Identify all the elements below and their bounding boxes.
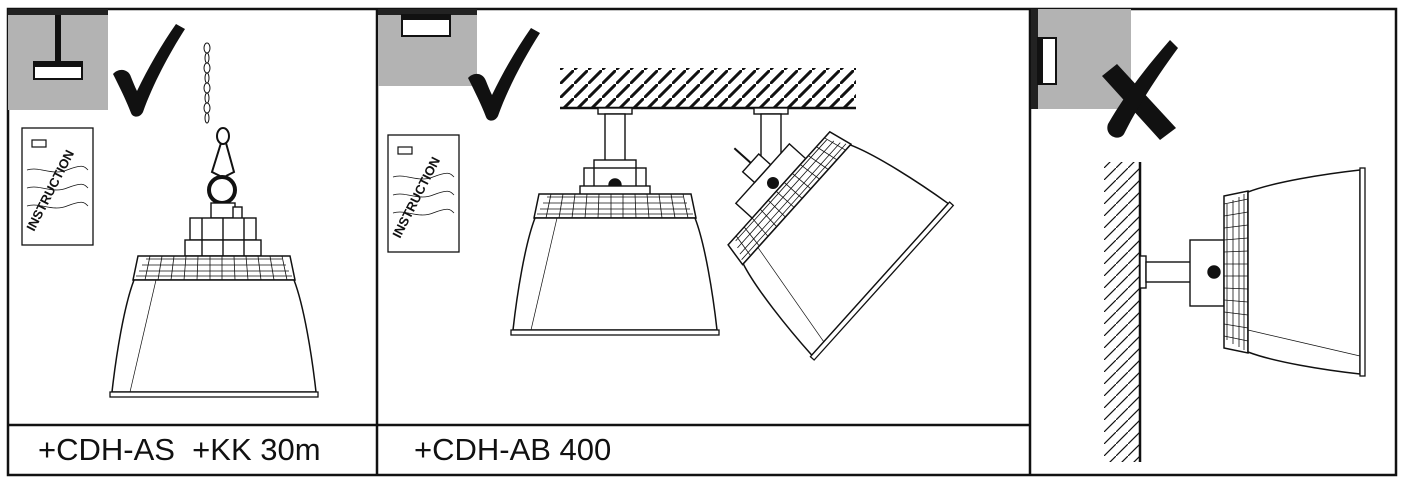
panel-frames — [6, 7, 1398, 477]
ceiling-mount-icon — [378, 9, 477, 86]
driver-housing — [184, 202, 262, 257]
checkmark-icon — [468, 28, 540, 121]
cross-icon — [1102, 40, 1178, 140]
ceiling-bracket-left — [579, 107, 651, 197]
panel-ceiling-bracket: INSTRUCTION — [378, 9, 955, 361]
luminaire-pendant — [109, 255, 319, 398]
instruction-sheet: INSTRUCTION — [21, 127, 94, 246]
suspension-hook — [207, 127, 237, 205]
panel-pendant: INSTRUCTION — [8, 9, 319, 398]
wall-surface — [1104, 162, 1142, 462]
instruction-sheet: INSTRUCTION — [387, 134, 460, 253]
wall-mount-icon — [1031, 9, 1131, 109]
caption-ceiling-bracket: +CDH-AB 400 — [414, 432, 612, 467]
luminaire-ceiling — [510, 193, 720, 336]
panel-wall-bracket — [1031, 9, 1366, 462]
pivot-bolt — [767, 177, 779, 189]
chain — [203, 42, 211, 124]
wall-bracket-arm — [1139, 239, 1225, 307]
pendant-mount-icon — [8, 9, 108, 110]
checkmark-icon — [113, 24, 185, 117]
caption-pendant: +CDH-AS +KK 30m — [38, 432, 321, 467]
ceiling-surface — [560, 68, 856, 110]
luminaire-wall — [1223, 167, 1366, 377]
